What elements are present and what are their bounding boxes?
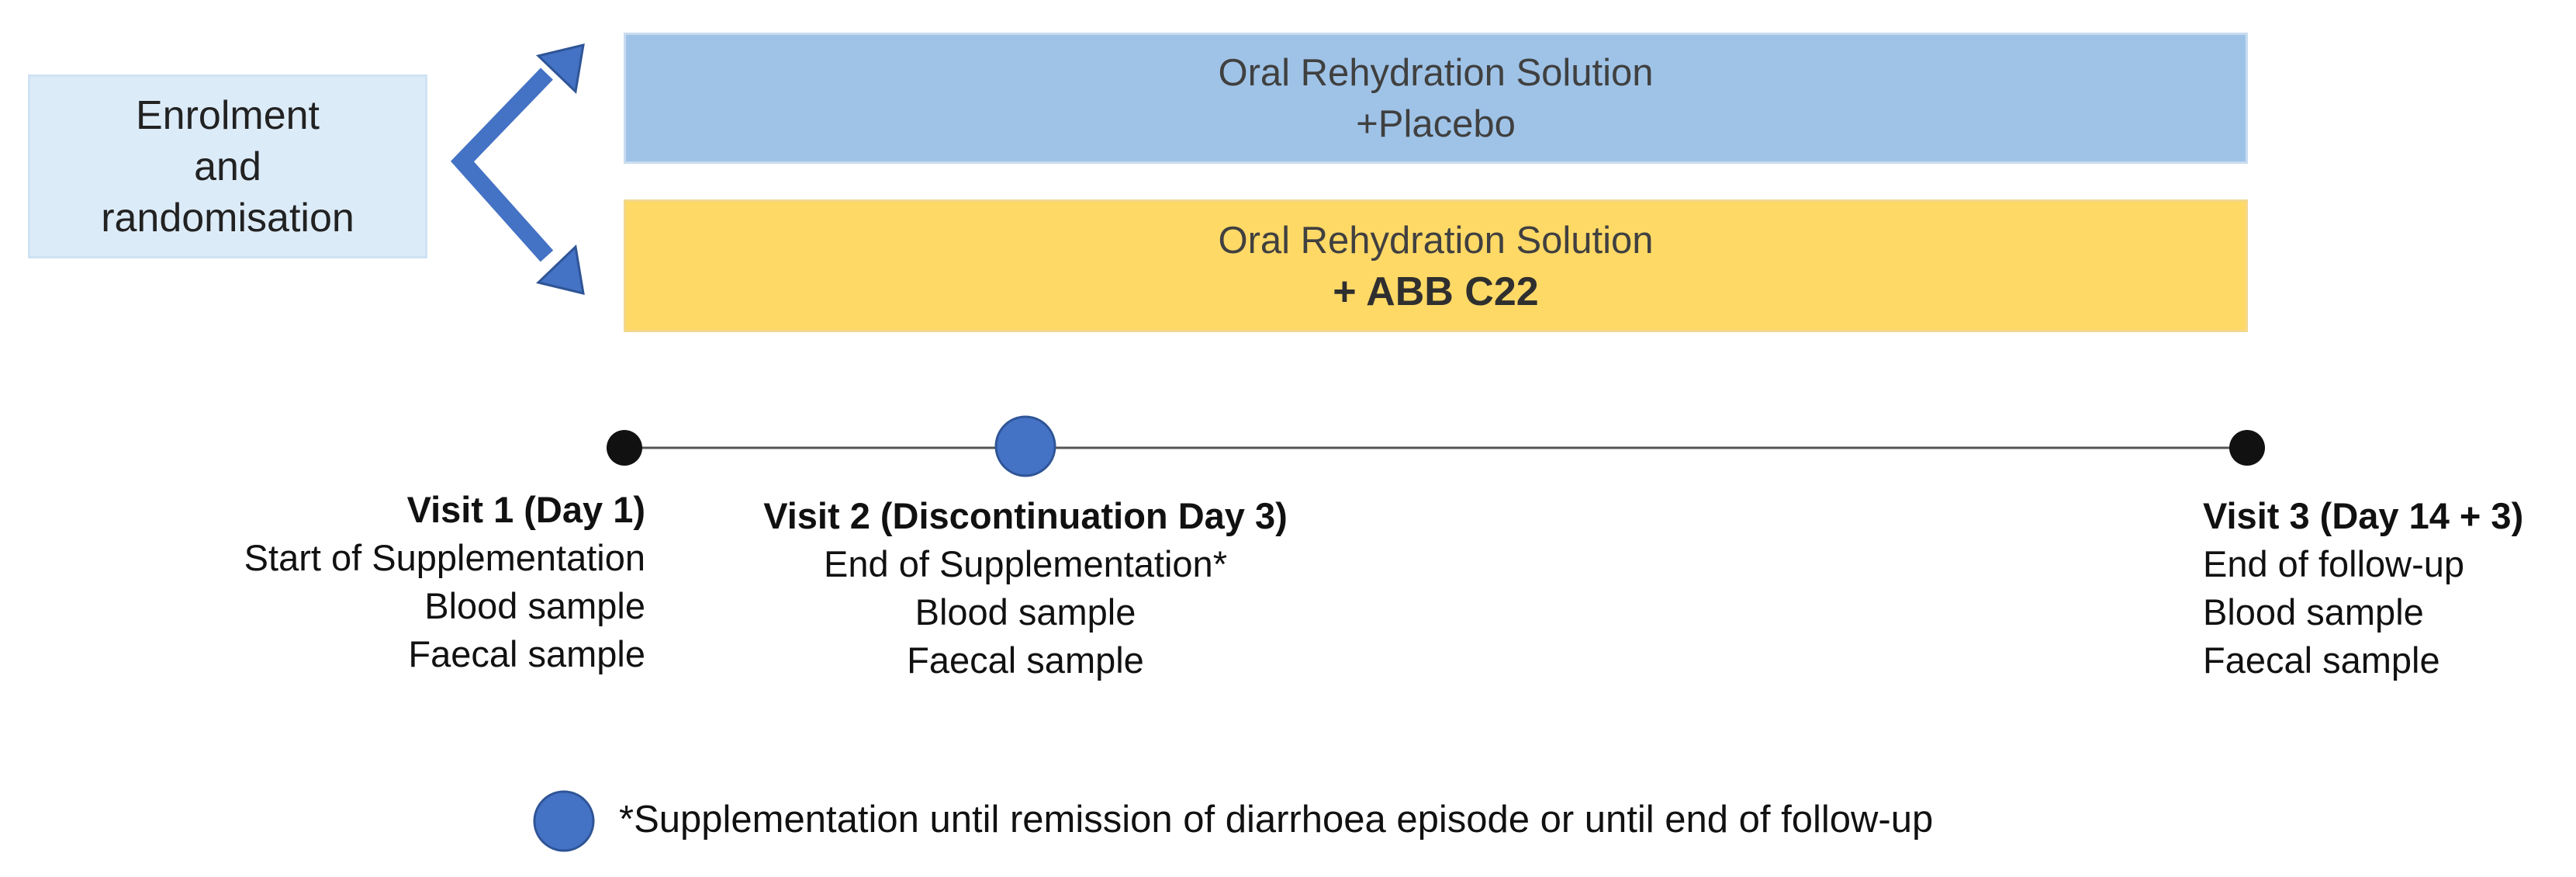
randomisation-arrow-shaft xyxy=(450,68,554,262)
visit-3-block: Visit 3 (Day 14 + 3) End of follow-up Bl… xyxy=(2203,492,2523,685)
visit-1-block: Visit 1 (Day 1) Start of Supplementation… xyxy=(244,486,645,678)
visit-2-marker xyxy=(994,415,1056,477)
visit-2-title: Visit 2 (Discontinuation Day 3) xyxy=(763,495,1288,536)
visit-3-item-3: Faecal sample xyxy=(2203,640,2440,681)
visit-2-item-2: Blood sample xyxy=(915,591,1136,633)
visit-3-item-1: End of follow-up xyxy=(2203,543,2465,584)
arrow-head-down-icon xyxy=(535,244,585,295)
visit-1-item-1: Start of Supplementation xyxy=(244,537,645,578)
visit-1-dot xyxy=(607,430,642,466)
footnote-text: *Supplementation until remission of diar… xyxy=(619,799,1934,841)
visit-1-title: Visit 1 (Day 1) xyxy=(406,489,645,530)
visit-2-block: Visit 2 (Discontinuation Day 3) End of S… xyxy=(763,492,1288,685)
enrolment-line-1: Enrolment xyxy=(136,92,320,138)
visit-2-item-1: End of Supplementation* xyxy=(824,543,1227,584)
legend-marker xyxy=(533,790,595,852)
arrow-head-up-icon xyxy=(535,43,585,95)
visit-3-item-2: Blood sample xyxy=(2203,591,2424,633)
arm-abb-box: Oral Rehydration Solution + ABB C22 xyxy=(624,199,2248,332)
arm-placebo-line-1: Oral Rehydration Solution xyxy=(1218,51,1654,94)
enrolment-line-3: randomisation xyxy=(101,195,354,241)
visit-3-dot xyxy=(2229,430,2265,466)
arm-placebo-box: Oral Rehydration Solution +Placebo xyxy=(624,33,2248,164)
enrolment-box: Enrolment and randomisation xyxy=(28,75,427,258)
arm-placebo-line-2: +Placebo xyxy=(1356,102,1516,145)
visit-2-item-3: Faecal sample xyxy=(907,640,1144,681)
visit-1-item-2: Blood sample xyxy=(424,585,645,626)
arm-abb-line-2: + ABB C22 xyxy=(1333,269,1539,314)
visit-1-item-3: Faecal sample xyxy=(408,633,645,674)
arm-abb-line-1: Oral Rehydration Solution xyxy=(1218,219,1654,262)
enrolment-line-2: and xyxy=(194,144,261,189)
visit-3-title: Visit 3 (Day 14 + 3) xyxy=(2203,495,2524,536)
